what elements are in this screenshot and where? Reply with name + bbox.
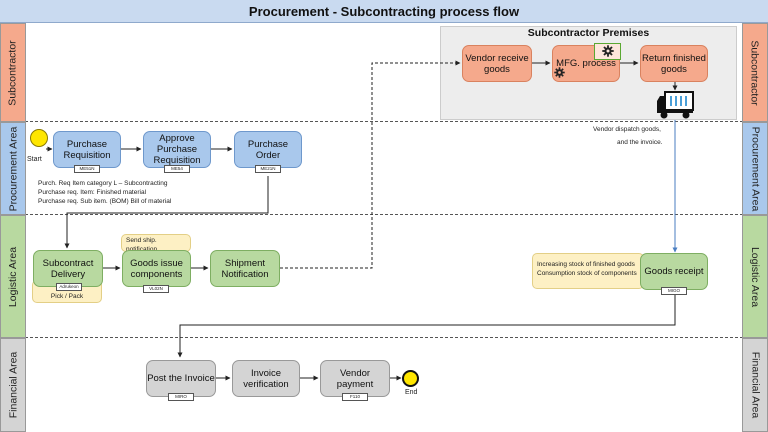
node-vendor-receive-goods[interactable]: Vendor receive goods bbox=[462, 45, 532, 82]
node-subcontract-delivery[interactable]: Subcontract Delivery bbox=[33, 250, 103, 287]
node-return-finished-goods[interactable]: Return finished goods bbox=[640, 45, 708, 82]
lane-logistic bbox=[0, 215, 768, 338]
node-approve-purchase-requisition[interactable]: Approve Purchase Requisition bbox=[143, 131, 211, 168]
truck-icon bbox=[657, 91, 694, 119]
lane-label-subcontractor-left: Subcontractor bbox=[0, 23, 26, 122]
start-label: Start bbox=[27, 156, 42, 163]
node-purchase-order[interactable]: Purchase Order bbox=[234, 131, 302, 168]
lane-label-logistic-left: Logistic Area bbox=[0, 215, 26, 338]
arrow-po-to-delivery bbox=[64, 176, 269, 249]
lane-label-procurement-right: Procurement Area bbox=[742, 122, 768, 215]
stock-note-line-1: Increasing stock of finished goods bbox=[537, 261, 635, 268]
tcode-approve-requisition: ME54 bbox=[164, 165, 190, 173]
tcode-goods-issue: VL02N bbox=[143, 285, 169, 293]
arrow-shipment-to-vendor bbox=[280, 60, 461, 269]
node-shipment-notification[interactable]: Shipment Notification bbox=[210, 250, 280, 287]
stock-note-line-2: Consumption stock of components bbox=[537, 269, 637, 277]
tcode-purchase-order: ME21N bbox=[255, 165, 281, 173]
end-label: End bbox=[405, 389, 418, 396]
node-invoice-verification[interactable]: Invoice verification bbox=[232, 360, 300, 397]
node-purchase-requisition[interactable]: Purchase Requisition bbox=[53, 131, 121, 168]
gear-icon bbox=[602, 45, 614, 57]
gear-icon bbox=[554, 67, 565, 78]
start-event[interactable] bbox=[30, 129, 48, 147]
tcode-post-invoice: MIRO bbox=[168, 393, 194, 401]
tcode-goods-receipt: MIGO bbox=[661, 287, 687, 295]
vendor-dispatch-text-1: Vendor dispatch goods, bbox=[593, 126, 661, 133]
pr-note-line-1: Purch. Req Item category L – Subcontract… bbox=[38, 180, 168, 187]
diagram-title: Procurement - Subcontracting process flo… bbox=[0, 0, 768, 23]
premises-title: Subcontractor Premises bbox=[527, 27, 650, 39]
pr-note-line-3: Purchase req. Sub item. (BOM) Bill of ma… bbox=[38, 198, 172, 205]
lane-label-logistic-right: Logistic Area bbox=[742, 215, 768, 338]
tcode-purchase-requisition: ME51N bbox=[74, 165, 100, 173]
lane-label-financial-left: Financial Area bbox=[0, 338, 26, 432]
arrow-gr-to-invoice bbox=[177, 290, 676, 358]
stock-note: Increasing stock of finished goods Consu… bbox=[532, 253, 644, 289]
pr-note-line-2: Purchase req. Item: Finished material bbox=[38, 189, 147, 196]
node-vendor-payment[interactable]: Vendor payment bbox=[320, 360, 390, 397]
tcode-subcontract-delivery: Adrukeon bbox=[56, 283, 82, 291]
lane-procurement bbox=[0, 122, 768, 215]
lane-label-procurement-left: Procurement Area bbox=[0, 122, 26, 215]
vendor-dispatch-text-2: and the invoice. bbox=[617, 139, 663, 146]
node-post-the-invoice[interactable]: Post the Invoice bbox=[146, 360, 216, 397]
node-goods-issue-components[interactable]: Goods issue components bbox=[122, 250, 191, 287]
lane-subcontractor bbox=[0, 23, 768, 122]
tcode-vendor-payment: F110 bbox=[342, 393, 368, 401]
node-goods-receipt[interactable]: Goods receipt bbox=[640, 253, 708, 290]
end-event[interactable] bbox=[402, 370, 419, 387]
